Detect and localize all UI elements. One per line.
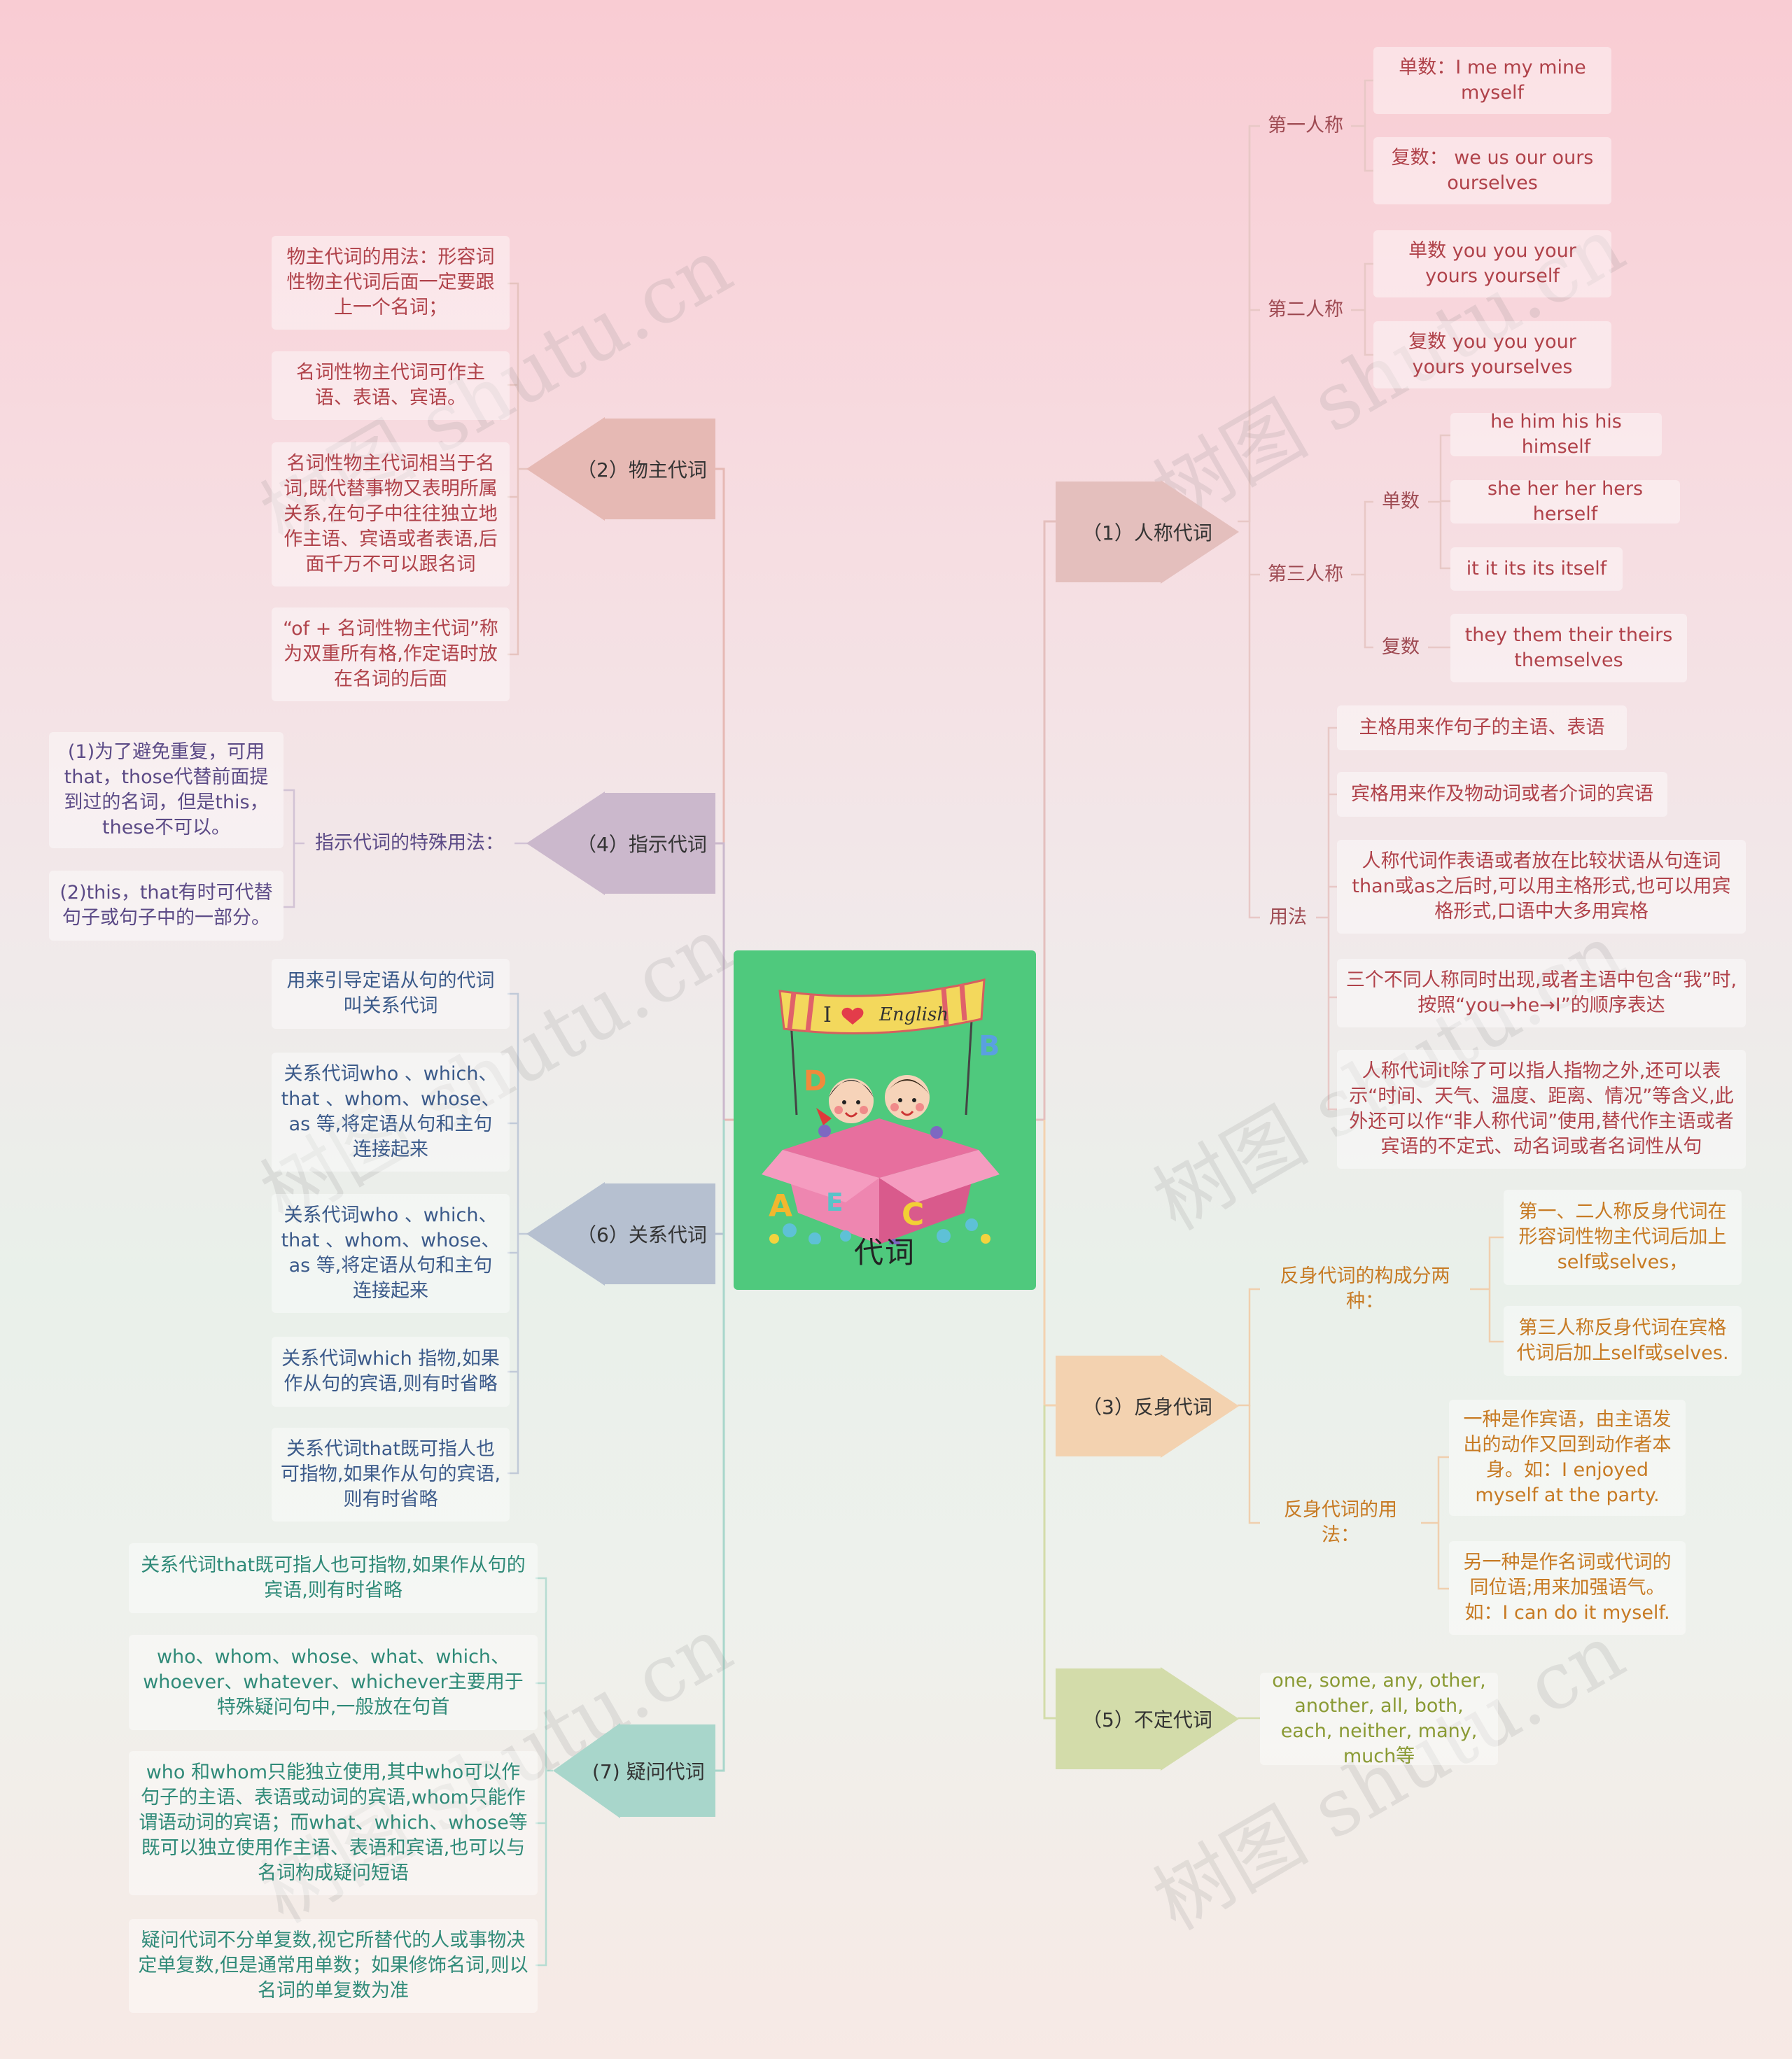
possessive-item[interactable]: 名词性物主代词可作主语、表语、宾语。 xyxy=(272,351,510,420)
branch-reflexive-pronouns[interactable]: （3）反身代词 xyxy=(1056,1354,1239,1458)
interrogative-item[interactable]: who、whom、whose、what、which、whoever、whatev… xyxy=(129,1635,538,1730)
svg-text:A: A xyxy=(769,1188,792,1224)
third-person-plural-label[interactable]: 复数 xyxy=(1373,630,1428,665)
first-person-plural[interactable]: 复数： we us our ours ourselves xyxy=(1373,137,1611,204)
svg-text:B: B xyxy=(979,1030,1000,1062)
reflexive-usage-label[interactable]: 反身代词的用法： xyxy=(1260,1505,1421,1540)
english-kids-illustration: I English A B C D E xyxy=(734,964,1036,1244)
watermark: 树图 shutu.cn xyxy=(1130,1591,1642,1952)
central-topic[interactable]: I English A B C D E xyxy=(734,950,1036,1290)
reflexive-composition-label[interactable]: 反身代词的构成分两种： xyxy=(1260,1272,1470,1307)
branch-demonstrative-pronouns[interactable]: （4）指示代词 xyxy=(526,792,715,895)
interrogative-item[interactable]: 疑问代词不分单复数,视它所替代的人或事物决定单复数,但是通常用单数；如果修饰名词… xyxy=(129,1919,538,2013)
third-person-singular-item[interactable]: it it its its itself xyxy=(1450,547,1623,591)
demonstrative-item[interactable]: (1)为了避免重复，可用that，those代替前面提到过的名词，但是this，… xyxy=(49,732,284,848)
first-person-singular[interactable]: 单数：I me my mine myself xyxy=(1373,47,1611,114)
reflexive-usage-item[interactable]: 另一种是作名词或代词的同位语;用来加强语气。如：I can do it myse… xyxy=(1449,1541,1686,1635)
second-person-plural[interactable]: 复数 you you your yours yourselves xyxy=(1373,321,1611,388)
usage-item[interactable]: 三个不同人称同时出现,或者主语中包含“我”时,按照“you→he→I”的顺序表达 xyxy=(1337,959,1746,1027)
demonstrative-item[interactable]: (2)this，that有时可代替句子或句子中的一部分。 xyxy=(49,871,284,941)
relative-item[interactable]: 用来引导定语从句的代词叫关系代词 xyxy=(272,959,510,1029)
indefinite-item[interactable]: one, some, any, other, another, all, bot… xyxy=(1260,1673,1498,1765)
interrogative-item[interactable]: who 和whom只能独立使用,其中who可以作句子的主语、表语或动词的宾语,w… xyxy=(129,1751,538,1895)
branch-personal-pronouns[interactable]: （1）人称代词 xyxy=(1056,480,1239,584)
third-person-label[interactable]: 第三人称 xyxy=(1260,557,1351,592)
branch-label: （2）物主代词 xyxy=(526,417,766,521)
usage-item[interactable]: 人称代词作表语或者放在比较状语从句连词than或as之后时,可以用主格形式,也可… xyxy=(1337,840,1746,934)
possessive-item[interactable]: 物主代词的用法：形容词性物主代词后面一定要跟上一个名词； xyxy=(272,236,510,330)
branch-label: （5）不定代词 xyxy=(1056,1667,1266,1771)
branch-possessive-pronouns[interactable]: （2）物主代词 xyxy=(526,417,715,521)
relative-item[interactable]: 关系代词that既可指人也可指物,如果作从句的宾语,则有时省略 xyxy=(272,1428,510,1522)
branch-label: （4）指示代词 xyxy=(526,792,766,895)
relative-item[interactable]: 关系代词who 、which、that 、whom、whose、as 等,将定语… xyxy=(272,1194,510,1313)
third-person-singular-item[interactable]: she her her hers herself xyxy=(1450,480,1680,523)
branch-label: （6）关系代词 xyxy=(526,1182,766,1286)
usage-item[interactable]: 人称代词it除了可以指人指物之外,还可以表示“时间、天气、温度、距离、情况”等含… xyxy=(1337,1050,1746,1169)
svg-text:I: I xyxy=(823,1003,832,1027)
relative-item[interactable]: 关系代词who 、which、that 、whom、whose、as 等,将定语… xyxy=(272,1053,510,1172)
svg-text:English: English xyxy=(878,1004,948,1025)
second-person-singular[interactable]: 单数 you you your yours yourself xyxy=(1373,230,1611,297)
reflexive-usage-item[interactable]: 一种是作宾语，由主语发出的动作又回到动作者本身。如：I enjoyed myse… xyxy=(1449,1400,1686,1516)
usage-label[interactable]: 用法 xyxy=(1260,900,1316,935)
branch-relative-pronouns[interactable]: （6）关系代词 xyxy=(526,1182,715,1286)
svg-text:D: D xyxy=(804,1065,827,1097)
possessive-item[interactable]: 名词性物主代词相当于名词,既代替事物又表明所属关系,在句子中往往独立地作主语、宾… xyxy=(272,442,510,586)
usage-item[interactable]: 主格用来作句子的主语、表语 xyxy=(1337,705,1627,750)
branch-indefinite-pronouns[interactable]: （5）不定代词 xyxy=(1056,1667,1239,1771)
reflexive-composition-item[interactable]: 第三人称反身代词在宾格代词后加上self或selves. xyxy=(1504,1306,1742,1376)
reflexive-composition-item[interactable]: 第一、二人称反身代词在形容词性物主代词后加上self或selves， xyxy=(1504,1190,1742,1285)
third-person-singular-item[interactable]: he him his his himself xyxy=(1450,413,1662,456)
third-person-plural-item[interactable]: they them their theirs themselves xyxy=(1450,614,1687,682)
branch-label: （3）反身代词 xyxy=(1056,1354,1266,1458)
possessive-item[interactable]: “of + 名词性物主代词”称为双重所有格,作定语时放在名词的后面 xyxy=(272,607,510,701)
branch-label: (7) 疑问代词 xyxy=(553,1723,755,1818)
branch-interrogative-pronouns[interactable]: (7) 疑问代词 xyxy=(553,1723,715,1818)
interrogative-item[interactable]: 关系代词that既可指人也可指物,如果作从句的宾语,则有时省略 xyxy=(129,1543,538,1613)
svg-text:E: E xyxy=(826,1188,844,1217)
svg-text:C: C xyxy=(902,1197,924,1232)
demonstrative-label[interactable]: 指示代词的特殊用法： xyxy=(304,826,514,861)
first-person-label[interactable]: 第一人称 xyxy=(1260,108,1351,143)
third-person-singular-label[interactable]: 单数 xyxy=(1373,484,1428,519)
relative-item[interactable]: 关系代词which 指物,如果作从句的宾语,则有时省略 xyxy=(272,1337,510,1407)
second-person-label[interactable]: 第二人称 xyxy=(1260,293,1351,328)
usage-item[interactable]: 宾格用来作及物动词或者介词的宾语 xyxy=(1337,772,1667,817)
central-topic-title: 代词 xyxy=(734,1229,1036,1272)
branch-label: （1）人称代词 xyxy=(1056,480,1266,584)
